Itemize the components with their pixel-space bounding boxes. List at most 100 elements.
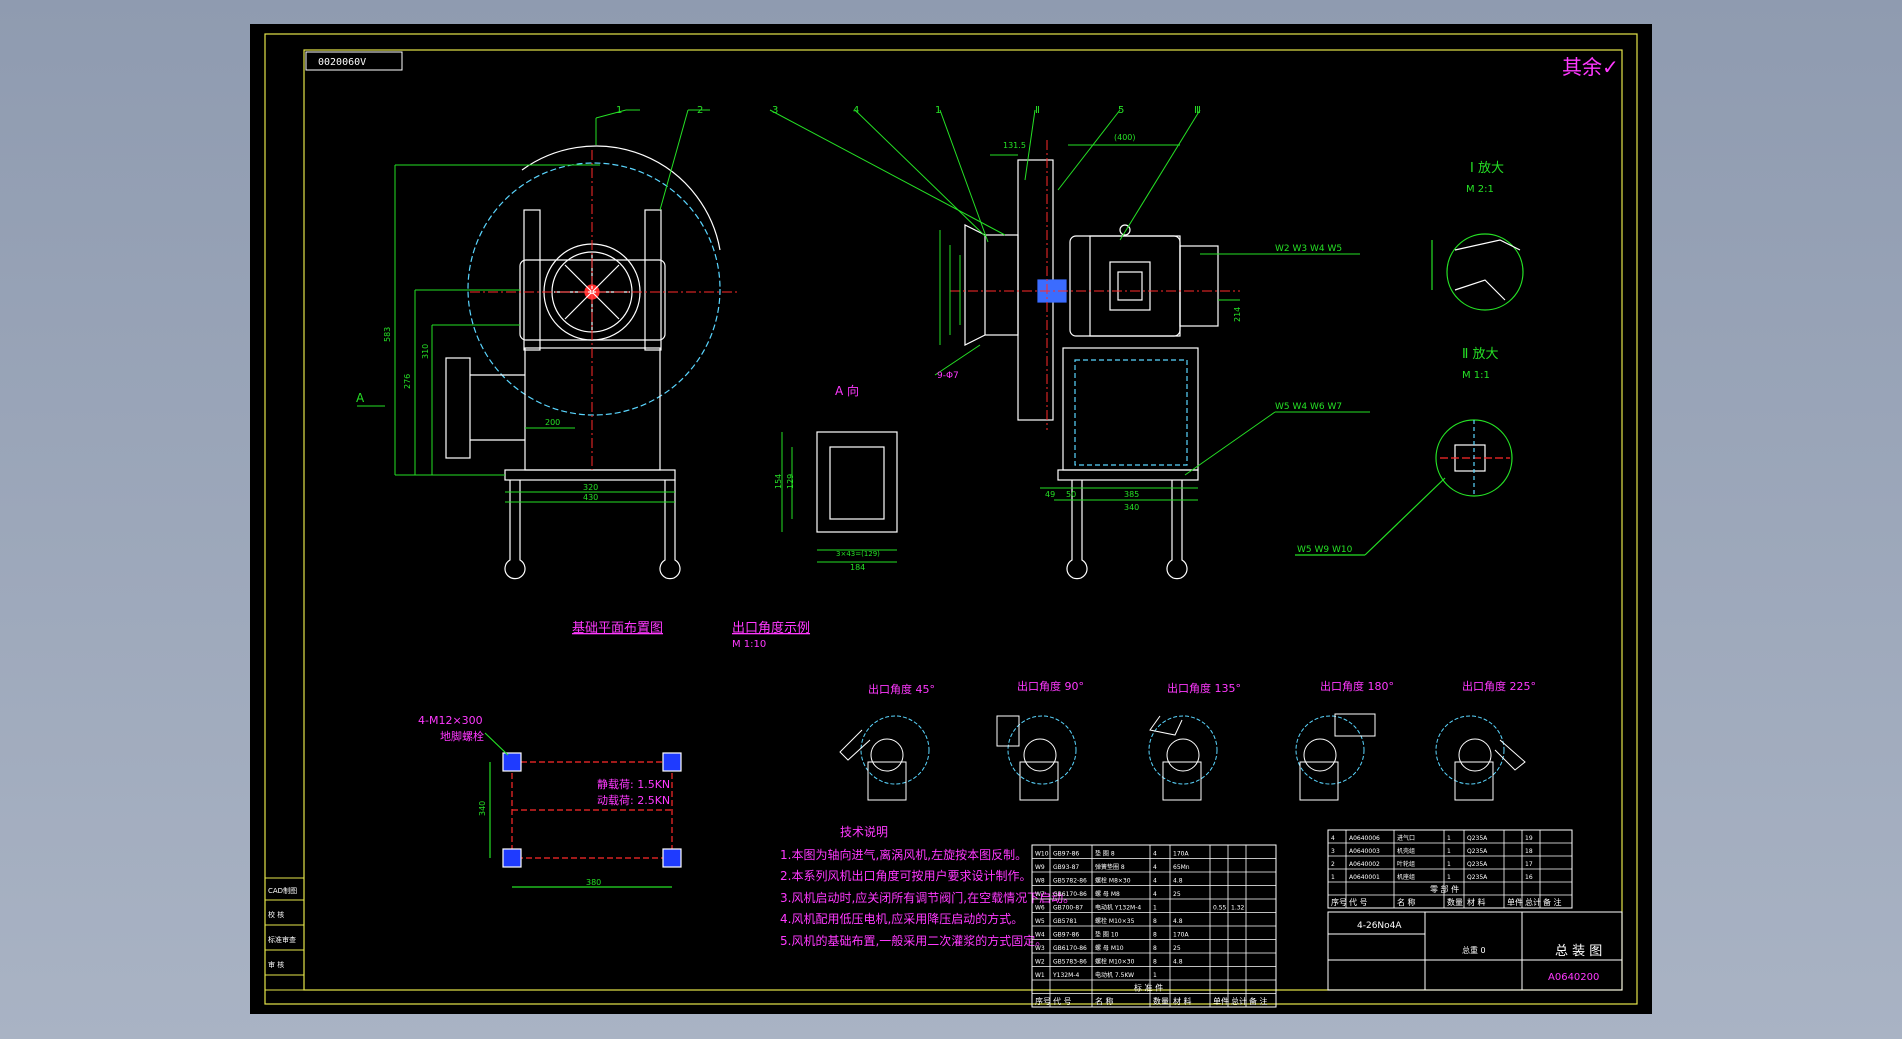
outlet-angle-90: 出口角度 90° (1017, 679, 1084, 693)
front-frame-right-post (644, 209, 662, 351)
bom-left-cell: Y132M-4 (1052, 972, 1079, 979)
bom-right-header: 材 料 (1467, 897, 1486, 907)
drawing-sheet (250, 24, 1652, 1014)
flange-outer (816, 431, 898, 533)
callout-w5-w7: W5 W4 W6 W7 (1275, 402, 1342, 412)
bom-left-cell: 1.32 (1231, 905, 1245, 912)
dim-276: 276 (403, 374, 412, 389)
dim-400: (400) (1114, 133, 1136, 142)
left-sign-strip (264, 877, 305, 991)
bom-right-cell: 18 (1525, 848, 1533, 855)
bom-left-cell: GB97-86 (1053, 851, 1079, 858)
bom-left-cell: 电动机 7.5KW (1095, 971, 1134, 979)
bom-right-cell: 19 (1525, 835, 1533, 842)
flange-inner (829, 446, 885, 520)
outlet-angle-180: 出口角度 180° (1320, 679, 1394, 693)
a-view-title: A 向 (835, 383, 859, 398)
bom-left-cell: 4.8 (1173, 878, 1183, 885)
bom-right-header: 备 注 (1543, 897, 1562, 907)
callout-w2-w5: W2 W3 W4 W5 (1275, 244, 1342, 254)
bom-right-cell: 17 (1525, 861, 1533, 868)
outlet-angle-45: 出口角度 45° (868, 682, 935, 696)
bom-left-cell: GB97-86 (1053, 932, 1079, 939)
bom-left-cell: 4.8 (1173, 959, 1183, 966)
bom-right-header: 单件 (1507, 897, 1523, 907)
bom-right-cell: A0640006 (1349, 835, 1380, 842)
note-3: 3.风机启动时,应关闭所有调节阀门,在空载情况下启动。 (780, 890, 1075, 905)
front-frame-left-post (523, 209, 541, 351)
volute-casing (467, 162, 721, 416)
note-2: 2.本系列风机出口角度可按用户要求设计制作。 (780, 868, 1031, 883)
bom-left-header: 代 号 (1053, 996, 1072, 1006)
bom-left-title: 标 准 件 (1134, 983, 1163, 993)
dim-320: 320 (583, 483, 598, 492)
a-view-dimensions (781, 432, 897, 563)
title-weight: 总重 0 (1462, 945, 1486, 955)
bom-left-header: 数量 (1153, 996, 1169, 1006)
dim-340: 340 (1124, 503, 1139, 512)
bom-left-header: 单件 (1213, 996, 1229, 1006)
dim-430: 430 (583, 493, 598, 502)
bom-left-cell: 4 (1153, 878, 1157, 885)
callout-w5-w10: W5 W9 W10 (1297, 545, 1353, 555)
bom-left-header: 材 料 (1173, 996, 1192, 1006)
dim-131: 131.5 (1003, 141, 1026, 150)
foundation-dim-380: 380 (586, 878, 601, 887)
bom-right-cell: Q235A (1467, 874, 1488, 881)
bom-right-cell: 叶轮组 (1397, 860, 1415, 868)
bom-left-cell: 4.8 (1173, 918, 1183, 925)
bom-left-cell: W9 (1035, 864, 1045, 871)
bom-left-cell: 25 (1173, 891, 1181, 898)
foundation-dim-340: 340 (478, 801, 487, 816)
bom-right-cell: 1 (1447, 835, 1451, 842)
bom-left-cell: 垫 圈 8 (1095, 850, 1115, 858)
dim-385: 385 (1124, 490, 1139, 499)
note-4: 4.风机配用低压电机,应采用降压启动的方式。 (780, 911, 1023, 926)
bolt-pad-tl (502, 752, 522, 772)
bom-right-header: 数量 (1447, 897, 1463, 907)
bom-left-cell: 8 (1153, 932, 1157, 939)
bolt-pad-br (662, 848, 682, 868)
bom-right-header: 序号 (1331, 897, 1347, 907)
top-label-text: 0020060V (318, 57, 366, 68)
bom-left-cell: W7 (1035, 891, 1045, 898)
callout-9-holes: 9-Φ7 (937, 371, 959, 381)
detail1-scale: M 2:1 (1466, 184, 1494, 195)
bom-right-cell: 1 (1447, 848, 1451, 855)
outlet-thumbnails (839, 713, 1526, 801)
side-right-leg (1166, 480, 1188, 580)
side-lifting-eye (1119, 224, 1131, 236)
dim-49: 49 (1045, 490, 1055, 499)
bom-right-header: 名 称 (1397, 897, 1416, 907)
dim-310: 310 (421, 344, 430, 359)
bom-left-cell: GB700-87 (1053, 905, 1083, 912)
bom-left-header: 总计 (1231, 996, 1247, 1006)
title-model: 4-26No4A (1357, 921, 1402, 931)
side-view (964, 159, 1219, 580)
part-label-3: 3 (772, 105, 778, 116)
bom-right-cell: 1 (1331, 874, 1335, 881)
dim-129: 129 (786, 474, 795, 489)
outlet-angle-225: 出口角度 225° (1462, 679, 1536, 693)
bom-right-cell: 1 (1447, 874, 1451, 881)
side-view-dimensions (769, 109, 1370, 501)
bom-left-cell: 弹簧垫圈 8 (1095, 863, 1125, 871)
detail1-circle (1446, 233, 1524, 311)
outlet-45 (839, 715, 930, 801)
bom-left-cell: 65Mn (1173, 864, 1190, 871)
bom-right-cell: A0640002 (1349, 861, 1380, 868)
bom-right-cell: 1 (1447, 861, 1451, 868)
outlet-135 (1148, 715, 1218, 801)
detail1-geometry (1454, 239, 1521, 301)
detail1-title: Ⅰ 放大 (1470, 161, 1504, 176)
front-right-leg (659, 480, 681, 580)
bom-left-cell: 8 (1153, 959, 1157, 966)
foundation-bolt-leader (484, 732, 509, 756)
bom-left-cell: W1 (1035, 972, 1045, 979)
dim-50: 50 (1066, 490, 1076, 499)
side-inlet-flare (964, 224, 986, 346)
bom-left-header: 序号 (1035, 996, 1051, 1006)
